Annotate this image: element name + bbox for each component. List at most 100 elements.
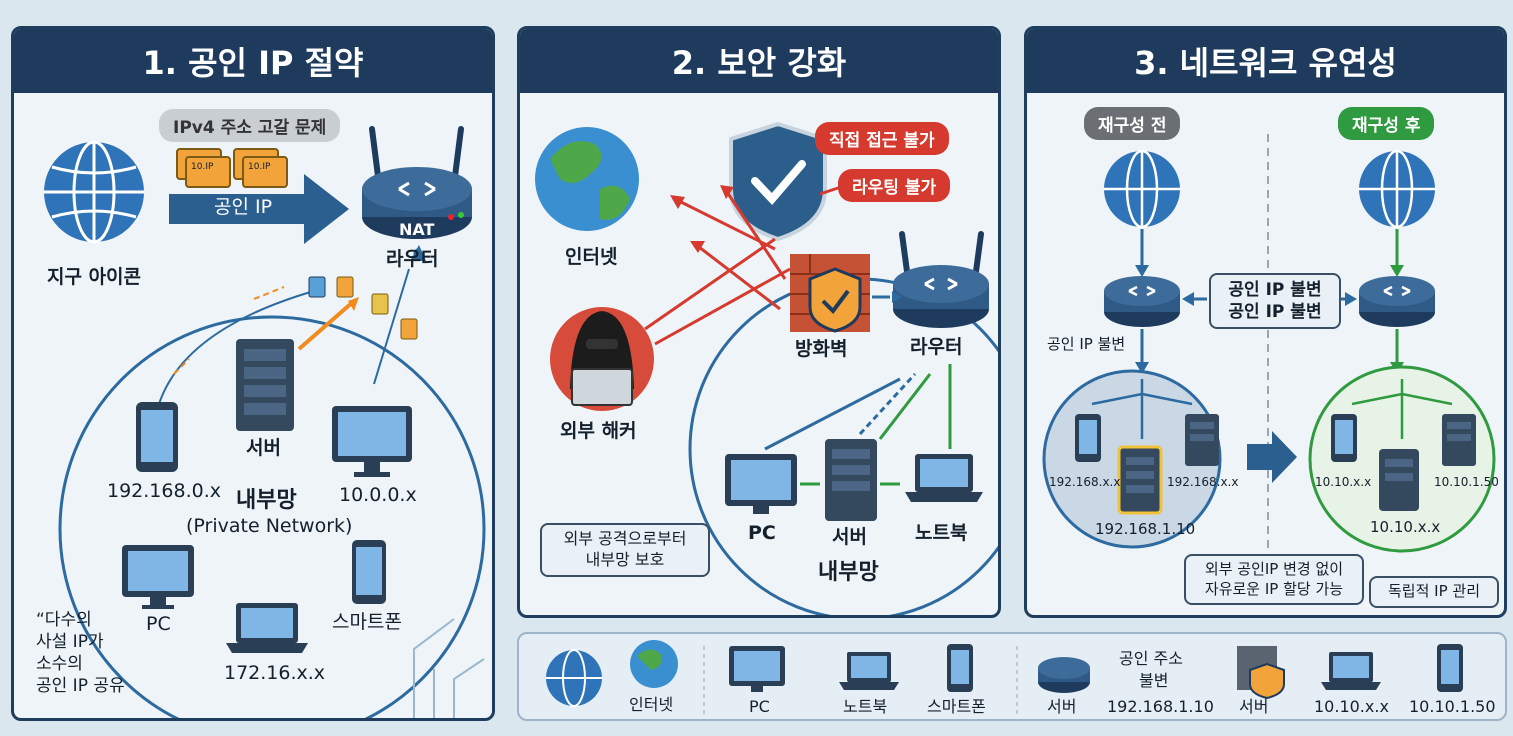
circuit-decoration (414, 619, 484, 719)
router-icon-before (1104, 276, 1180, 327)
laptop-ip: 172.16.x.x (224, 663, 325, 684)
center-line: 공인 IP 불변 (1219, 279, 1331, 301)
monitor-icon (332, 406, 412, 477)
independent-ip-callout: 독립적 IP 관리 (1369, 576, 1499, 608)
laptop-icon-2 (1321, 652, 1381, 690)
server-icon-after-2 (1442, 414, 1476, 466)
hacker-label: 외부 해커 (560, 421, 637, 442)
before-ip-highlight: 192.168.1.10 (1095, 521, 1195, 538)
globe-icon (546, 650, 602, 706)
earth-icon (630, 640, 678, 688)
server-icon-before-highlight (1119, 447, 1161, 513)
packet-label: 10.IP (248, 163, 270, 173)
legend-text-3: 192.168.1.10 (1107, 698, 1214, 716)
phone-icon-after (1331, 414, 1357, 462)
internet-label: 인터넷 (565, 247, 617, 268)
before-ip: 192.168.x.x (1167, 476, 1238, 489)
packet-label: 10.IP (191, 163, 213, 173)
laptop-icon (226, 603, 308, 653)
earth-label: 지구 아이콘 (47, 267, 141, 288)
legend-laptop: 노트북 (843, 698, 887, 716)
legend-server: 서버 (1047, 698, 1076, 716)
laptop-icon (905, 454, 983, 502)
legend-text-2: 불변 (1139, 672, 1168, 690)
quote-line: 사설 IP가 (36, 631, 125, 653)
no-direct-access-tag: 직접 접근 불가 (815, 122, 949, 155)
before-ip: 192.168.x.x (1049, 476, 1120, 489)
panel-security: 2. 보안 강화 (517, 26, 1001, 618)
monitor-ip: 10.0.0.x (339, 485, 417, 506)
server-icon-before (1185, 414, 1219, 466)
pc-label: PC (748, 523, 776, 544)
network-label: 내부망 (236, 489, 297, 513)
callout-line: 자유로운 IP 할당 가능 (1194, 580, 1354, 600)
file-icons (309, 277, 417, 339)
globe-icon-after (1359, 151, 1435, 227)
server-label: 서버 (832, 527, 867, 548)
ipv4-shortage-tag: IPv4 주소 고갈 문제 (159, 109, 340, 142)
public-ip-constant-box: 공인 IP 불변 공인 IP 불변 (1209, 273, 1341, 329)
server-icon-after (1379, 449, 1419, 511)
pc-icon (725, 454, 797, 514)
after-ip: 10.10.x.x (1370, 519, 1440, 536)
laptop-label: 노트북 (915, 523, 967, 544)
transition-arrow (1247, 431, 1297, 483)
server-icon (825, 439, 877, 521)
center-line: 공인 IP 불변 (1219, 301, 1331, 323)
smartphone-icon (136, 402, 178, 472)
router-badge: NAT (399, 221, 434, 239)
legend-ip-2: 10.10.1.50 (1409, 698, 1496, 716)
phone-icon-before (1075, 414, 1101, 462)
panel-public-ip-saving: 1. 공인 IP 절약 (11, 26, 495, 721)
panel-network-flexibility: 3. 네트워크 유연성 (1024, 26, 1507, 618)
smartphone-label: 스마트폰 (332, 612, 402, 633)
router-icon (893, 234, 989, 328)
callout-line: 외부 공격으로부터 (550, 529, 700, 550)
earth-globe-icon (535, 127, 639, 231)
callout-line: 외부 공인IP 변경 없이 (1194, 560, 1354, 580)
router-label: 라우터 (386, 249, 438, 270)
router-icon (1038, 657, 1090, 693)
left-public-ip-label: 공인 IP 불변 (1047, 336, 1125, 353)
legend-pc: PC (749, 698, 770, 716)
after-ip: 10.10.x.x (1315, 476, 1371, 489)
pc-label: PC (146, 614, 171, 635)
smartphone-icon-2 (1437, 644, 1463, 692)
globe-icon (44, 142, 144, 242)
after-ip: 10.10.1.50 (1434, 476, 1499, 489)
smartphone-icon-2 (352, 540, 386, 604)
legend-ip-1: 10.10.x.x (1314, 698, 1389, 716)
globe-icon-before (1104, 151, 1180, 227)
quote-line: 공인 IP 공유 (36, 675, 125, 697)
router-icon-after (1359, 276, 1435, 327)
pc-monitor-icon (122, 545, 194, 609)
before-tag: 재구성 전 (1084, 107, 1180, 140)
protection-callout: 외부 공격으로부터 내부망 보호 (540, 523, 710, 577)
callout-line: 내부망 보호 (550, 550, 700, 571)
quote-block: “다수의 사설 IP가 소수의 공인 IP 공유 (36, 609, 125, 697)
firewall-label: 방화벽 (795, 339, 847, 360)
router-label: 라우터 (910, 337, 962, 358)
phone-ip: 192.168.0.x (107, 481, 221, 502)
quote-line: “다수의 (36, 609, 125, 631)
legend-internet: 인터넷 (629, 696, 673, 714)
legend-smartphone: 스마트폰 (927, 698, 986, 716)
server-label: 서버 (246, 438, 281, 459)
server-icon (236, 339, 294, 431)
laptop-icon (839, 652, 899, 690)
firewall-icon (790, 254, 870, 332)
legend-server-2: 서버 (1239, 698, 1268, 716)
smartphone-icon (947, 644, 973, 692)
legend-text-1: 공인 주소 (1119, 650, 1183, 668)
quote-line: 소수의 (36, 653, 125, 675)
legend-bar: 인터넷 PC 노트북 스마트폰 서버 공인 주소 불변 192.168.1.10… (517, 632, 1507, 721)
no-routing-tag: 라우팅 불가 (838, 169, 950, 202)
internal-network-label: 내부망 (818, 561, 879, 585)
network-sub: (Private Network) (186, 516, 352, 537)
firewall-icon (1237, 646, 1284, 698)
public-ip-arrow-label: 공인 IP (214, 197, 272, 218)
pc-icon (729, 646, 785, 692)
free-ip-callout: 외부 공인IP 변경 없이 자유로운 IP 할당 가능 (1184, 554, 1364, 605)
after-tag: 재구성 후 (1338, 107, 1434, 140)
hacker-icon (550, 307, 654, 411)
